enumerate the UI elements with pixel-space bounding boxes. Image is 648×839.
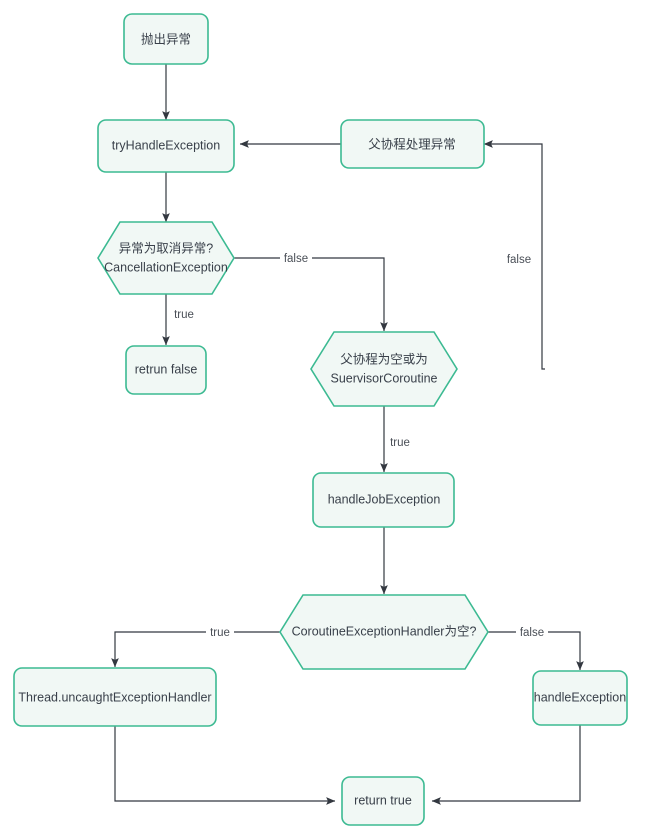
node-is-cancellation-exception-shape — [97, 221, 235, 295]
node-return-true[interactable]: return true — [341, 776, 425, 826]
node-throw-exception-label: 抛出异常 — [141, 31, 191, 46]
node-is-cancellation-exception-label-line1: 异常为取消异常? — [119, 241, 214, 255]
nodes-layer: 抛出异常 tryHandleException 父协程处理异常 异常为取消异常?… — [13, 13, 628, 826]
node-handle-exception-shape — [532, 670, 628, 726]
edge-label-backdrop — [206, 625, 234, 639]
node-return-false-label: retrun false — [135, 362, 198, 376]
node-handle-exception-label: handleException — [534, 690, 626, 704]
node-ceh-is-null[interactable]: CoroutineExceptionHandler为空? — [279, 594, 489, 670]
node-thread-uncaught-exception-handler-label: Thread.uncaughtExceptionHandler — [18, 690, 211, 704]
edges-layer: true false false true — [111, 64, 584, 805]
node-return-false-shape — [125, 345, 207, 395]
edge-label-backdrop — [171, 307, 199, 321]
edge-iscancel-to-returnfalse: true — [162, 294, 199, 346]
node-is-supervisor-coroutine-label-line2: SuervisorCoroutine — [331, 371, 438, 385]
node-parent-handle-exception-shape — [340, 119, 485, 169]
node-thread-uncaught-exception-handler[interactable]: Thread.uncaughtExceptionHandler — [13, 667, 217, 727]
node-handle-job-exception[interactable]: handleJobException — [312, 472, 455, 528]
edge-label-iscancel-false: false — [284, 253, 308, 265]
edge-label-cehnull-true: true — [210, 627, 230, 639]
node-parent-handle-exception[interactable]: 父协程处理异常 — [340, 119, 485, 169]
edge-label-backdrop — [500, 252, 532, 266]
edge-handleexc-to-returntrue — [431, 725, 581, 805]
node-handle-job-exception-label: handleJobException — [328, 492, 441, 506]
edge-iscancel-to-issupervisor: false — [234, 251, 388, 332]
node-is-supervisor-coroutine[interactable]: 父协程为空或为 SuervisorCoroutine — [310, 331, 458, 407]
edge-label-backdrop — [516, 625, 548, 639]
edge-cehnull-to-handleexc: false — [476, 625, 584, 671]
node-return-true-label: return true — [354, 793, 412, 807]
edge-label-issupervisor-true: true — [390, 437, 410, 449]
node-return-false[interactable]: retrun false — [125, 345, 207, 395]
node-is-supervisor-coroutine-shape — [310, 331, 458, 407]
node-parent-handle-exception-label: 父协程处理异常 — [368, 136, 456, 151]
edge-threaduncaught-to-returntrue — [114, 726, 336, 805]
node-is-supervisor-coroutine-label-line1: 父协程为空或为 — [340, 351, 428, 366]
edge-cehnull-to-threaduncaught: true — [111, 625, 293, 668]
node-try-handle-exception-shape — [97, 119, 235, 173]
node-throw-exception-shape — [123, 13, 209, 65]
node-return-true-shape — [341, 776, 425, 826]
node-thread-uncaught-exception-handler-shape — [13, 667, 217, 727]
node-is-cancellation-exception-label-line2: CancellationException — [104, 260, 228, 274]
edge-label-backdrop — [280, 251, 312, 265]
edge-issupervisor-to-handlejob: true — [380, 406, 417, 473]
node-handle-exception[interactable]: handleException — [532, 670, 628, 726]
edge-label-backdrop — [389, 435, 417, 449]
node-ceh-is-null-shape — [279, 594, 489, 670]
node-try-handle-exception[interactable]: tryHandleException — [97, 119, 235, 173]
node-try-handle-exception-label: tryHandleException — [112, 138, 220, 152]
node-handle-job-exception-shape — [312, 472, 455, 528]
node-throw-exception[interactable]: 抛出异常 — [123, 13, 209, 65]
edge-label-issupervisor-false: false — [507, 254, 531, 266]
edge-issupervisor-to-parenthandle: false — [483, 140, 545, 370]
edge-label-iscancel-true: true — [174, 309, 194, 321]
node-ceh-is-null-label: CoroutineExceptionHandler为空? — [292, 624, 477, 638]
edge-label-cehnull-false: false — [520, 627, 544, 639]
node-is-cancellation-exception[interactable]: 异常为取消异常? CancellationException — [97, 221, 235, 295]
